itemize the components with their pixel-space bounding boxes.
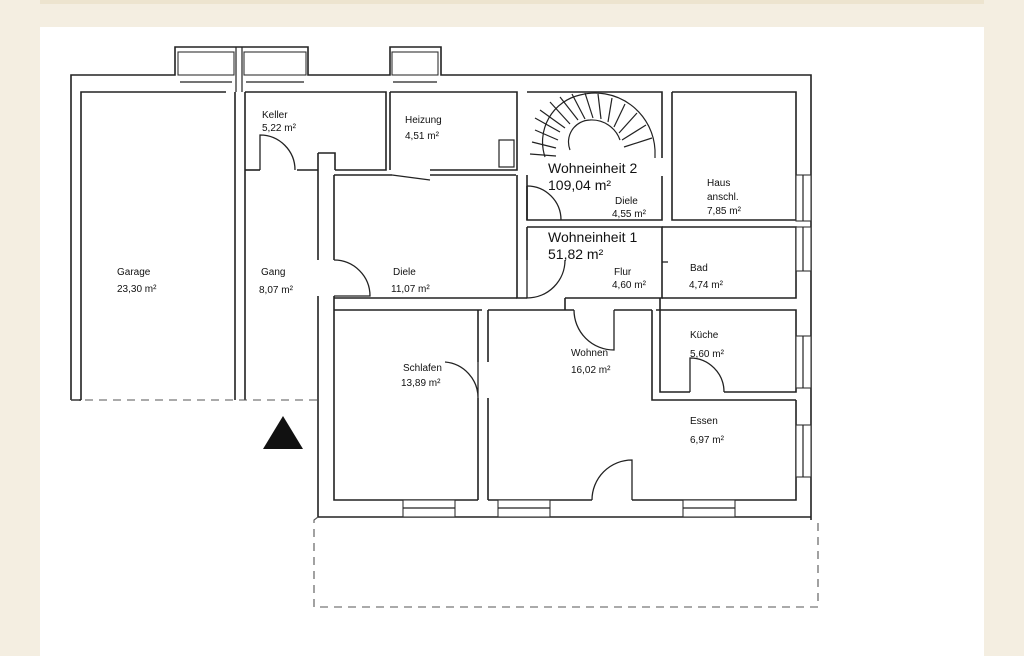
room-label-wohnen: Wohnen 16,02 m²: [571, 348, 611, 376]
spiral-staircase: [529, 92, 656, 170]
room-name: Essen: [690, 416, 718, 427]
room-name: Diele: [393, 267, 416, 278]
dashed-outlines: [71, 399, 819, 608]
room-name: Heizung: [405, 115, 442, 126]
room-name: Wohnen: [571, 348, 608, 359]
room-label-gang: Gang 8,07 m²: [259, 267, 294, 296]
doors: [259, 134, 725, 501]
east-windows: [795, 174, 812, 478]
page-top-rule: [40, 0, 984, 4]
room-label-heizung: Heizung 4,51 m²: [405, 115, 442, 142]
room-label-diele-main: Diele 11,07 m²: [391, 267, 430, 295]
room-name: Bad: [690, 263, 708, 274]
roof-bays: [177, 47, 439, 92]
room-area: 8,07 m²: [259, 285, 294, 296]
room-area: 4,55 m²: [612, 209, 647, 220]
room-label-flur: Flur 4,60 m²: [612, 267, 647, 291]
unit-label-wohneinheit-1: Wohneinheit 1 51,82 m²: [548, 229, 637, 262]
room-area: 5,60 m²: [690, 349, 725, 360]
room-area: 23,30 m²: [117, 284, 157, 295]
unit-title: Wohneinheit 2: [548, 160, 637, 176]
room-name: Flur: [614, 267, 632, 278]
unit-area: 109,04 m²: [548, 177, 611, 193]
room-area: 11,07 m²: [391, 284, 430, 295]
room-area: 7,85 m²: [707, 206, 742, 217]
room-label-essen: Essen 6,97 m²: [690, 416, 725, 446]
room-name: Schlafen: [403, 363, 442, 374]
unit-title: Wohneinheit 1: [548, 229, 637, 245]
room-area: 13,89 m²: [401, 378, 441, 389]
room-name-line1: Haus: [707, 178, 730, 189]
unit-area: 51,82 m²: [548, 246, 604, 262]
south-windows: [402, 499, 736, 518]
room-name: Diele: [615, 196, 638, 207]
room-label-bad: Bad 4,74 m²: [689, 263, 724, 291]
floor-plan-sheet: [40, 27, 984, 656]
room-area: 4,60 m²: [612, 280, 647, 291]
room-name: Garage: [117, 267, 151, 278]
room-area: 5,22 m²: [262, 123, 297, 134]
room-area: 6,97 m²: [690, 435, 725, 446]
room-label-kueche: Küche 5,60 m²: [690, 330, 725, 360]
room-name-line2: anschl.: [707, 192, 739, 203]
room-label-haus-anschl: Haus anschl. 7,85 m²: [707, 178, 742, 217]
room-area: 16,02 m²: [571, 365, 611, 376]
room-label-keller: Keller 5,22 m²: [262, 110, 297, 134]
room-name: Küche: [690, 330, 719, 341]
room-label-garage: Garage 23,30 m²: [117, 267, 157, 295]
room-label-schlafen: Schlafen 13,89 m²: [401, 363, 442, 389]
room-label-diele-upper: Diele 4,55 m²: [612, 196, 647, 220]
unit-label-wohneinheit-2: Wohneinheit 2 109,04 m²: [544, 158, 666, 193]
room-name: Keller: [262, 110, 288, 121]
room-name: Gang: [261, 267, 285, 278]
triangle-up-icon: [263, 416, 303, 449]
room-area: 4,74 m²: [689, 280, 724, 291]
room-area: 4,51 m²: [405, 131, 440, 142]
